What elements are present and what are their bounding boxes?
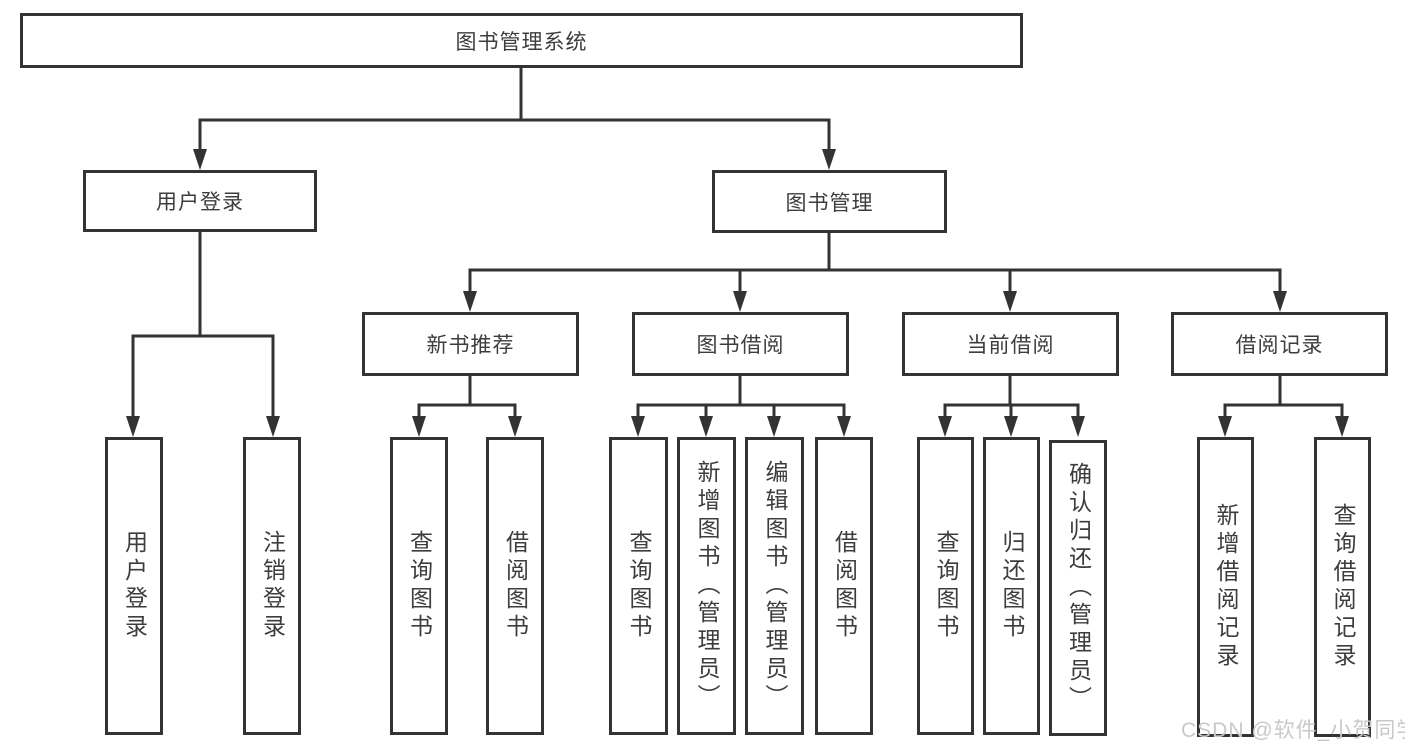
arrowhead-icon — [1003, 291, 1017, 312]
arrowhead-icon — [1071, 416, 1085, 437]
leaf-logout: 注销登录 — [243, 437, 301, 735]
leaf-label: 查询借阅记录 — [1330, 503, 1356, 671]
leaf-label: 借阅图书 — [831, 530, 858, 642]
leaf-label: 用户登录 — [121, 530, 148, 642]
leaf-records-add-record: 新增借阅记录 — [1197, 437, 1254, 737]
arrowhead-icon — [266, 416, 280, 437]
leaf-label: 查询图书 — [626, 530, 652, 642]
leaf-user-login: 用户登录 — [105, 437, 163, 735]
connector-bookmgmt-to-groups — [468, 231, 1282, 297]
connector-root-to-level2 — [198, 66, 831, 156]
arrowhead-icon — [126, 416, 140, 437]
arrowhead-icon — [1335, 416, 1349, 437]
leaf-borrow-add-books-admin: 新增图书（管理员） — [677, 437, 736, 735]
arrowhead-icon — [767, 416, 781, 437]
leaf-borrow-borrow-books: 借阅图书 — [815, 437, 873, 735]
arrowhead-icon — [822, 149, 836, 170]
connector-userlogin-to-leaves — [131, 230, 275, 422]
arrowhead-icon — [1004, 416, 1018, 437]
leaf-borrow-edit-books-admin: 编辑图书（管理员） — [745, 437, 804, 735]
arrowhead-icon — [938, 416, 952, 437]
arrowhead-icon — [508, 416, 522, 437]
arrowhead-icon — [1273, 291, 1287, 312]
arrowhead-icon — [412, 416, 426, 437]
leaf-label: 编辑图书（管理员） — [762, 460, 788, 712]
node-current-borrow: 当前借阅 — [902, 312, 1119, 376]
node-book-management: 图书管理 — [712, 170, 947, 233]
node-label: 当前借阅 — [966, 334, 1055, 357]
node-book-borrow: 图书借阅 — [632, 312, 849, 376]
leaf-label: 归还图书 — [999, 530, 1025, 642]
leaf-borrow-query-books: 查询图书 — [609, 437, 668, 735]
leaf-current-query-books: 查询图书 — [917, 437, 974, 735]
leaf-label: 新增图书（管理员） — [694, 460, 720, 712]
arrowheads — [126, 149, 1349, 437]
watermark: CSDN @软件_小贺同学 — [1181, 719, 1405, 742]
node-label: 借阅记录 — [1235, 334, 1324, 357]
node-label: 图书管理系统 — [455, 30, 588, 54]
node-user-login-branch: 用户登录 — [83, 170, 317, 232]
connector-records-to-leaves — [1223, 374, 1344, 423]
arrowhead-icon — [1218, 416, 1232, 437]
node-new-book-recommend: 新书推荐 — [362, 312, 579, 376]
arrowhead-icon — [699, 416, 713, 437]
arrowhead-icon — [733, 291, 747, 312]
leaf-current-confirm-return-admin: 确认归还（管理员） — [1049, 440, 1107, 736]
arrowhead-icon — [837, 416, 851, 437]
leaf-label: 注销登录 — [259, 530, 286, 642]
arrowhead-icon — [193, 149, 207, 170]
leaf-records-query-record: 查询借阅记录 — [1314, 437, 1371, 737]
connector-borrow-to-leaves — [636, 374, 846, 423]
node-label: 新书推荐 — [426, 334, 515, 357]
leaf-label: 新增借阅记录 — [1213, 503, 1239, 671]
leaf-label: 确认归还（管理员） — [1065, 462, 1092, 714]
leaf-current-return-books: 归还图书 — [983, 437, 1040, 735]
node-library-system: 图书管理系统 — [20, 13, 1023, 68]
connector-current-to-leaves — [943, 374, 1080, 423]
leaf-label: 借阅图书 — [502, 530, 529, 642]
leaf-label: 查询图书 — [933, 530, 959, 642]
node-label: 图书借阅 — [696, 334, 785, 357]
node-label: 图书管理 — [785, 191, 874, 215]
arrowhead-icon — [463, 291, 477, 312]
node-borrow-records: 借阅记录 — [1171, 312, 1388, 376]
leaf-recommend-query-books: 查询图书 — [390, 437, 448, 735]
connector-recommend-to-leaves — [417, 374, 517, 423]
leaf-label: 查询图书 — [406, 530, 433, 642]
leaf-recommend-borrow-books: 借阅图书 — [486, 437, 544, 735]
arrowhead-icon — [631, 416, 645, 437]
node-label: 用户登录 — [156, 191, 244, 214]
